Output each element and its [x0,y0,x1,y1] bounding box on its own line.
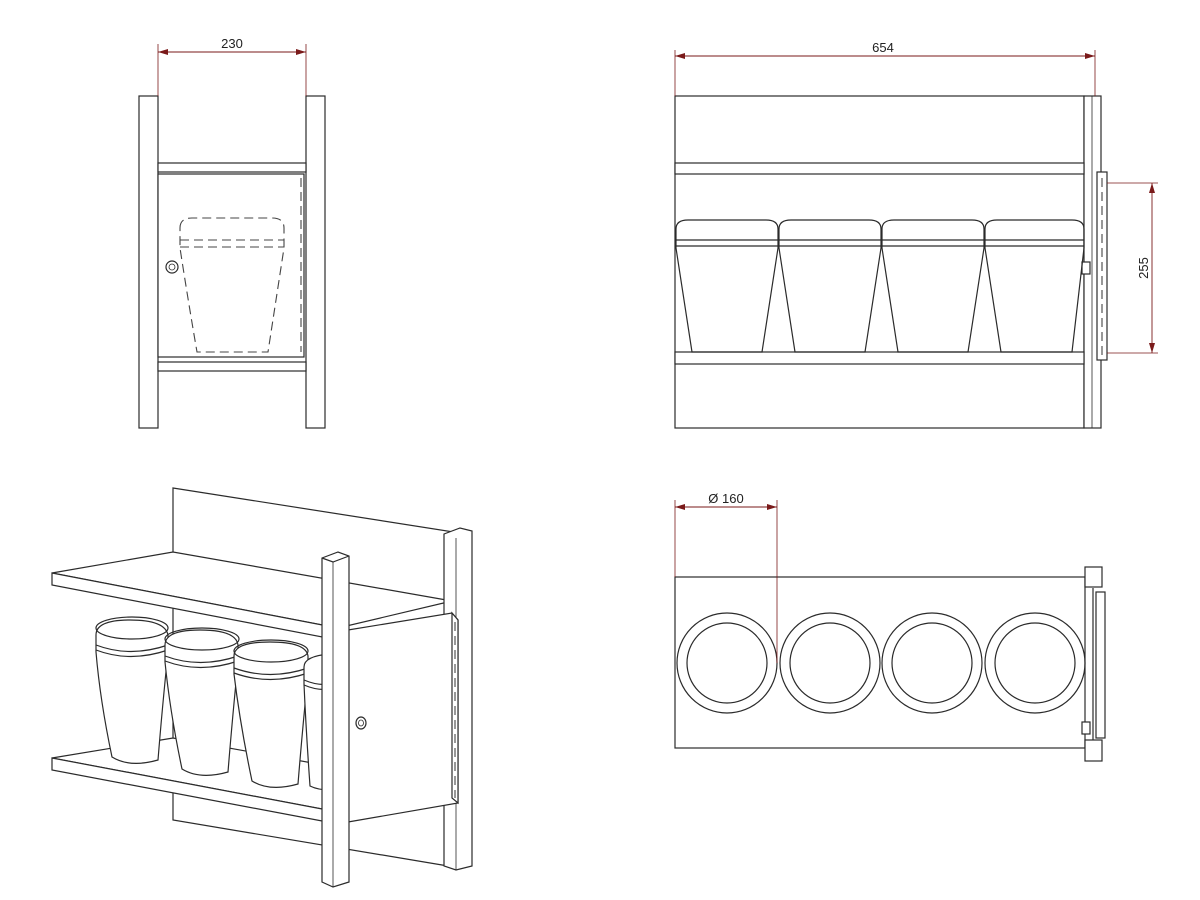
door-lock-icon [165,260,179,274]
dimension-label-654: 654 [872,40,894,55]
iso-front-post [321,551,350,888]
iso-lock-icon [355,716,367,730]
isometric-view [51,487,473,888]
dimension-255: 255 [1107,182,1158,354]
iso-urn-2 [164,627,240,776]
top-view-post-upper [1084,566,1103,588]
iso-urn-3 [233,639,309,788]
urn-side-2 [778,219,882,353]
bottom-shelf-edge [157,361,307,372]
top-view-lock [1081,721,1091,735]
urn-top-4 [984,612,1086,714]
dimension-654: 654 [674,40,1096,96]
urn-side-1 [675,219,779,353]
iso-urn-1 [95,616,169,764]
side-view: 654 255 [674,40,1158,429]
urn-side-4 [984,219,1085,353]
right-post [305,95,326,429]
urn-side-3 [881,219,985,353]
dimension-label-230: 230 [221,36,243,51]
back-panel [674,95,1085,429]
left-post [138,95,159,429]
dimension-230: 230 [157,36,307,96]
dimension-diameter-160: Ø 160 [674,491,778,663]
top-view-door [1095,591,1106,739]
lower-shelf [674,351,1085,365]
top-view: Ø 160 [674,491,1106,762]
urn-top-3 [881,612,983,714]
upper-shelf [674,162,1085,175]
lock-side [1081,261,1091,275]
urn-top-2 [779,612,881,714]
iso-cabinet-door [347,612,459,823]
front-view: 230 [138,36,326,429]
dimension-label-255: 255 [1136,257,1151,279]
hidden-urn-outline [179,217,285,353]
cabinet-door [157,173,305,358]
top-shelf-edge [157,162,307,173]
top-view-post-lower [1084,739,1103,762]
dimension-label-diameter: Ø 160 [708,491,743,506]
